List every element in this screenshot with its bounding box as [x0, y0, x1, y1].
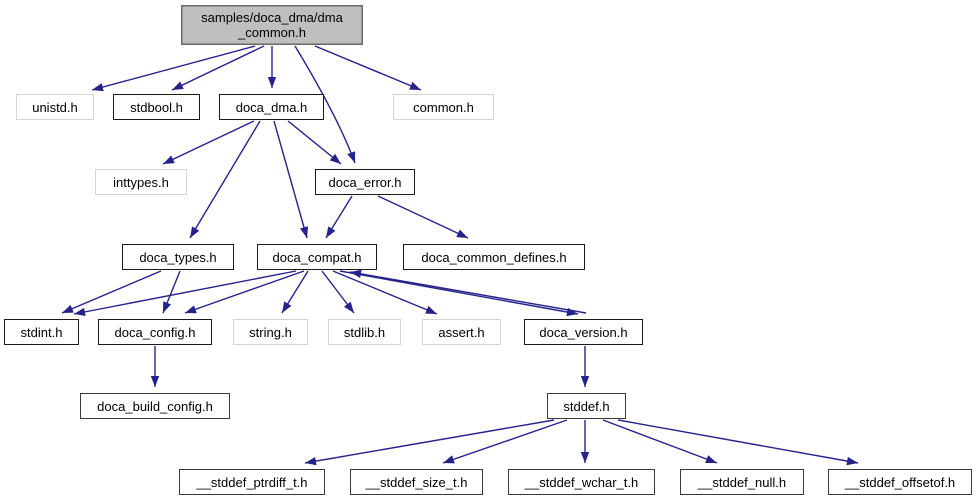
- edge-root-to-common: [314, 45, 422, 91]
- edge-doca_compat-to-stdint: [73, 270, 297, 317]
- node-inttypes[interactable]: inttypes.h: [95, 169, 187, 195]
- edge-doca_compat-to-stdlib: [321, 270, 355, 314]
- edge-stddef-to-stddef_wchar: [580, 420, 590, 463]
- edge-doca_compat-to-doca_version: [339, 270, 579, 317]
- edge-root-to-doca_dma: [267, 46, 277, 88]
- edge-doca_compat-to-string: [281, 270, 309, 314]
- node-root: samples/doca_dma/dma _common.h: [181, 5, 363, 45]
- edge-stddef-to-stddef_size: [442, 419, 568, 464]
- node-stddef_size[interactable]: __stddef_size_t.h: [350, 469, 483, 495]
- node-doca_compat[interactable]: doca_compat.h: [257, 244, 377, 270]
- edge-doca_dma-to-doca_compat: [273, 120, 309, 239]
- edge-doca_error-to-doca_common_defines: [377, 195, 469, 239]
- edge-doca_dma-to-inttypes: [162, 120, 255, 165]
- edge-doca_version-to-stddef: [580, 346, 590, 387]
- node-stddef[interactable]: stddef.h: [547, 393, 626, 419]
- edge-doca_compat-to-doca_config: [184, 270, 305, 314]
- node-doca_common_defines[interactable]: doca_common_defines.h: [403, 244, 585, 270]
- edge-root-to-stdbool: [171, 45, 265, 91]
- edge-doca_error-to-doca_compat: [325, 195, 353, 239]
- node-string[interactable]: string.h: [233, 319, 308, 345]
- node-unistd[interactable]: unistd.h: [16, 94, 94, 120]
- edge-doca_config-to-doca_build_config: [150, 346, 160, 387]
- edge-doca_dma-to-doca_error: [287, 120, 342, 165]
- edge-stddef-to-stddef_null: [602, 419, 718, 464]
- edge-stddef-to-stddef_ptrdiff: [304, 419, 555, 466]
- node-doca_dma[interactable]: doca_dma.h: [219, 94, 324, 120]
- node-stddef_wchar[interactable]: __stddef_wchar_t.h: [508, 469, 655, 495]
- edge-root-to-unistd: [91, 45, 256, 92]
- node-common[interactable]: common.h: [393, 94, 494, 120]
- edge-doca_types-to-stdint: [61, 270, 162, 314]
- node-stddef_ptrdiff[interactable]: __stddef_ptrdiff_t.h: [179, 469, 325, 495]
- edge-stddef-to-stddef_offsetof: [617, 419, 859, 466]
- node-stdbool[interactable]: stdbool.h: [113, 94, 200, 120]
- node-doca_build_config[interactable]: doca_build_config.h: [80, 393, 230, 419]
- node-stdlib[interactable]: stdlib.h: [328, 319, 401, 345]
- node-doca_error[interactable]: doca_error.h: [315, 169, 415, 195]
- edge-doca_version-to-doca_compat: [349, 269, 587, 314]
- edge-doca_types-to-doca_config: [162, 270, 181, 314]
- node-doca_version[interactable]: doca_version.h: [524, 319, 643, 345]
- node-stddef_null[interactable]: __stddef_null.h: [680, 469, 804, 495]
- node-doca_config[interactable]: doca_config.h: [98, 319, 212, 345]
- node-assert[interactable]: assert.h: [422, 319, 501, 345]
- node-doca_types[interactable]: doca_types.h: [122, 244, 234, 270]
- edge-doca_compat-to-assert: [332, 270, 438, 315]
- edge-doca_dma-to-doca_types: [189, 120, 261, 239]
- node-stddef_offsetof[interactable]: __stddef_offsetof.h: [828, 469, 972, 495]
- node-stdint[interactable]: stdint.h: [4, 319, 79, 345]
